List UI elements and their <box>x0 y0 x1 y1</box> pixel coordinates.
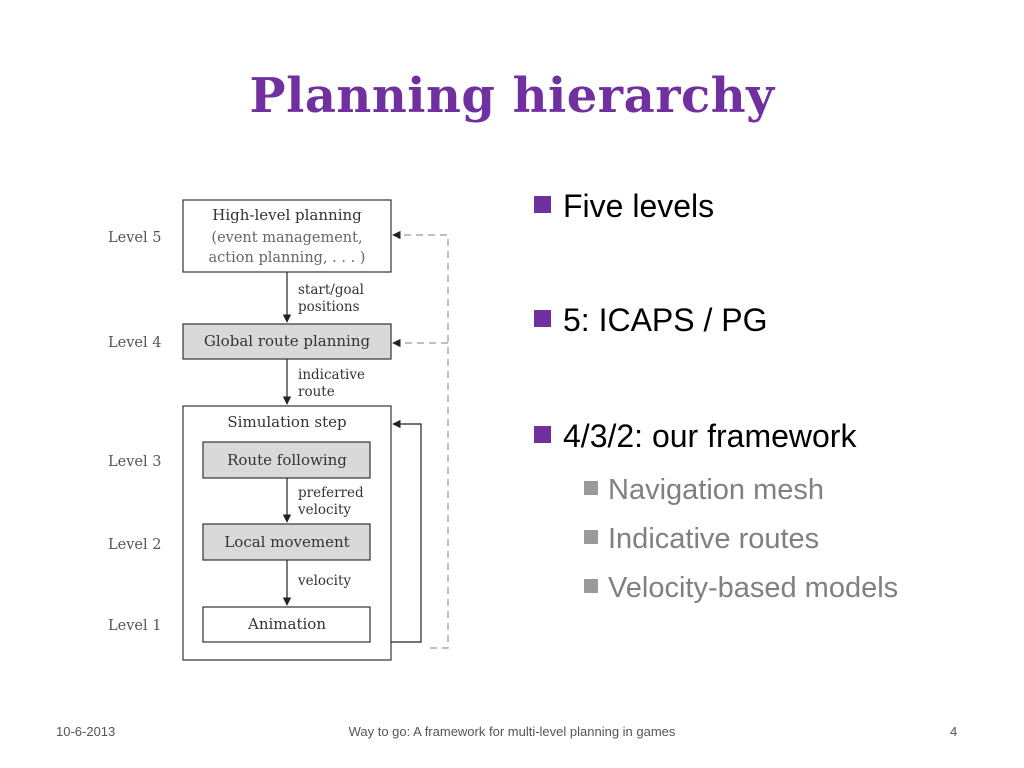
bullet-icaps-pg: 5: ICAPS / PG <box>534 302 768 339</box>
edge-indicative-1: indicative <box>298 367 365 383</box>
square-bullet-icon <box>534 310 551 327</box>
animation-box <box>202 606 371 643</box>
level-5-label: Level 5 <box>108 230 161 246</box>
sub-bullet-velocity-models: Velocity-based models <box>584 572 898 605</box>
global-route-planning-label: Global route planning <box>204 332 371 350</box>
high-level-planning-sub1: (event management, <box>211 230 362 246</box>
level-3-label: Level 3 <box>108 454 161 470</box>
bullet-our-framework: 4/3/2: our framework <box>534 418 856 455</box>
square-bullet-icon <box>534 196 551 213</box>
edge-start-goal-2: positions <box>298 299 360 315</box>
footer-title: Way to go: A framework for multi-level p… <box>348 724 676 739</box>
square-bullet-icon <box>534 426 551 443</box>
sub-bullet-indicative-routes: Indicative routes <box>584 523 819 556</box>
level-1-label: Level 1 <box>108 618 161 634</box>
edge-preferred-1: preferred <box>298 485 364 501</box>
edge-start-goal-1: start/goal <box>298 282 364 298</box>
edge-preferred-2: velocity <box>297 502 351 518</box>
edge-velocity: velocity <box>297 573 351 589</box>
high-level-planning-box <box>182 199 392 273</box>
dashed-feedback-level-5 <box>392 230 449 649</box>
slide-title: Planning hierarchy <box>249 68 775 124</box>
simulation-step-label: Simulation step <box>227 413 346 431</box>
square-sub-bullet-icon <box>584 530 598 544</box>
high-level-planning-sub2: action planning, . . . ) <box>209 250 366 266</box>
high-level-planning-title: High-level planning <box>212 206 362 224</box>
level-4-label: Level 4 <box>108 335 161 351</box>
animation-label: Animation <box>247 615 326 633</box>
footer-page-number: 4 <box>950 724 958 739</box>
bullet-five-levels: Five levels <box>534 188 714 225</box>
square-sub-bullet-icon <box>584 481 598 495</box>
sub-bullet-navigation-mesh: Navigation mesh <box>584 474 824 507</box>
square-sub-bullet-icon <box>584 579 598 593</box>
route-following-label: Route following <box>227 451 347 469</box>
feedback-loop-simulation <box>391 419 422 643</box>
edge-indicative-2: route <box>298 384 335 400</box>
local-movement-label: Local movement <box>224 533 349 551</box>
local-movement-box <box>202 523 371 561</box>
level-2-label: Level 2 <box>108 537 161 553</box>
footer-date: 10-6-2013 <box>56 724 116 739</box>
route-following-box <box>202 441 371 479</box>
